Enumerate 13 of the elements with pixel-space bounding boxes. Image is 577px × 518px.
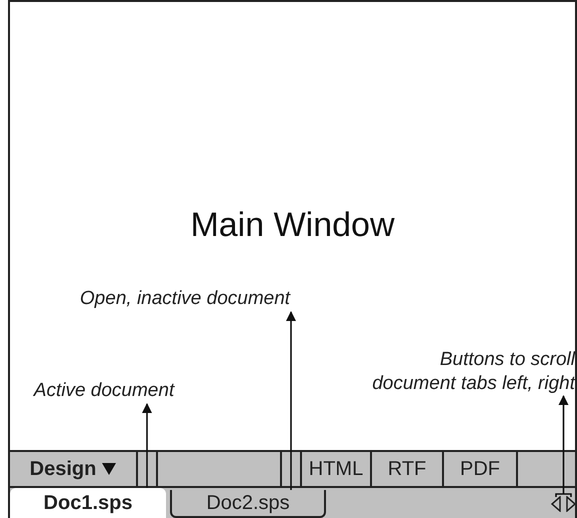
view-tab <box>156 452 282 486</box>
arrow <box>555 395 572 498</box>
view-tab: HTML <box>300 452 372 486</box>
callout-text: Open, inactive document <box>50 288 320 312</box>
document-tab: Doc1.sps <box>10 488 166 518</box>
window-title: Main Window <box>189 206 396 245</box>
callout-text: Buttons to scroll document tabs left, right <box>343 348 575 396</box>
arrow <box>286 311 296 492</box>
scroll-right-icon <box>566 496 576 512</box>
callout-text: Active document <box>12 380 196 404</box>
arrow <box>142 403 152 490</box>
scroll-left-icon <box>551 496 561 512</box>
document-tab: Doc2.sps <box>170 490 326 518</box>
